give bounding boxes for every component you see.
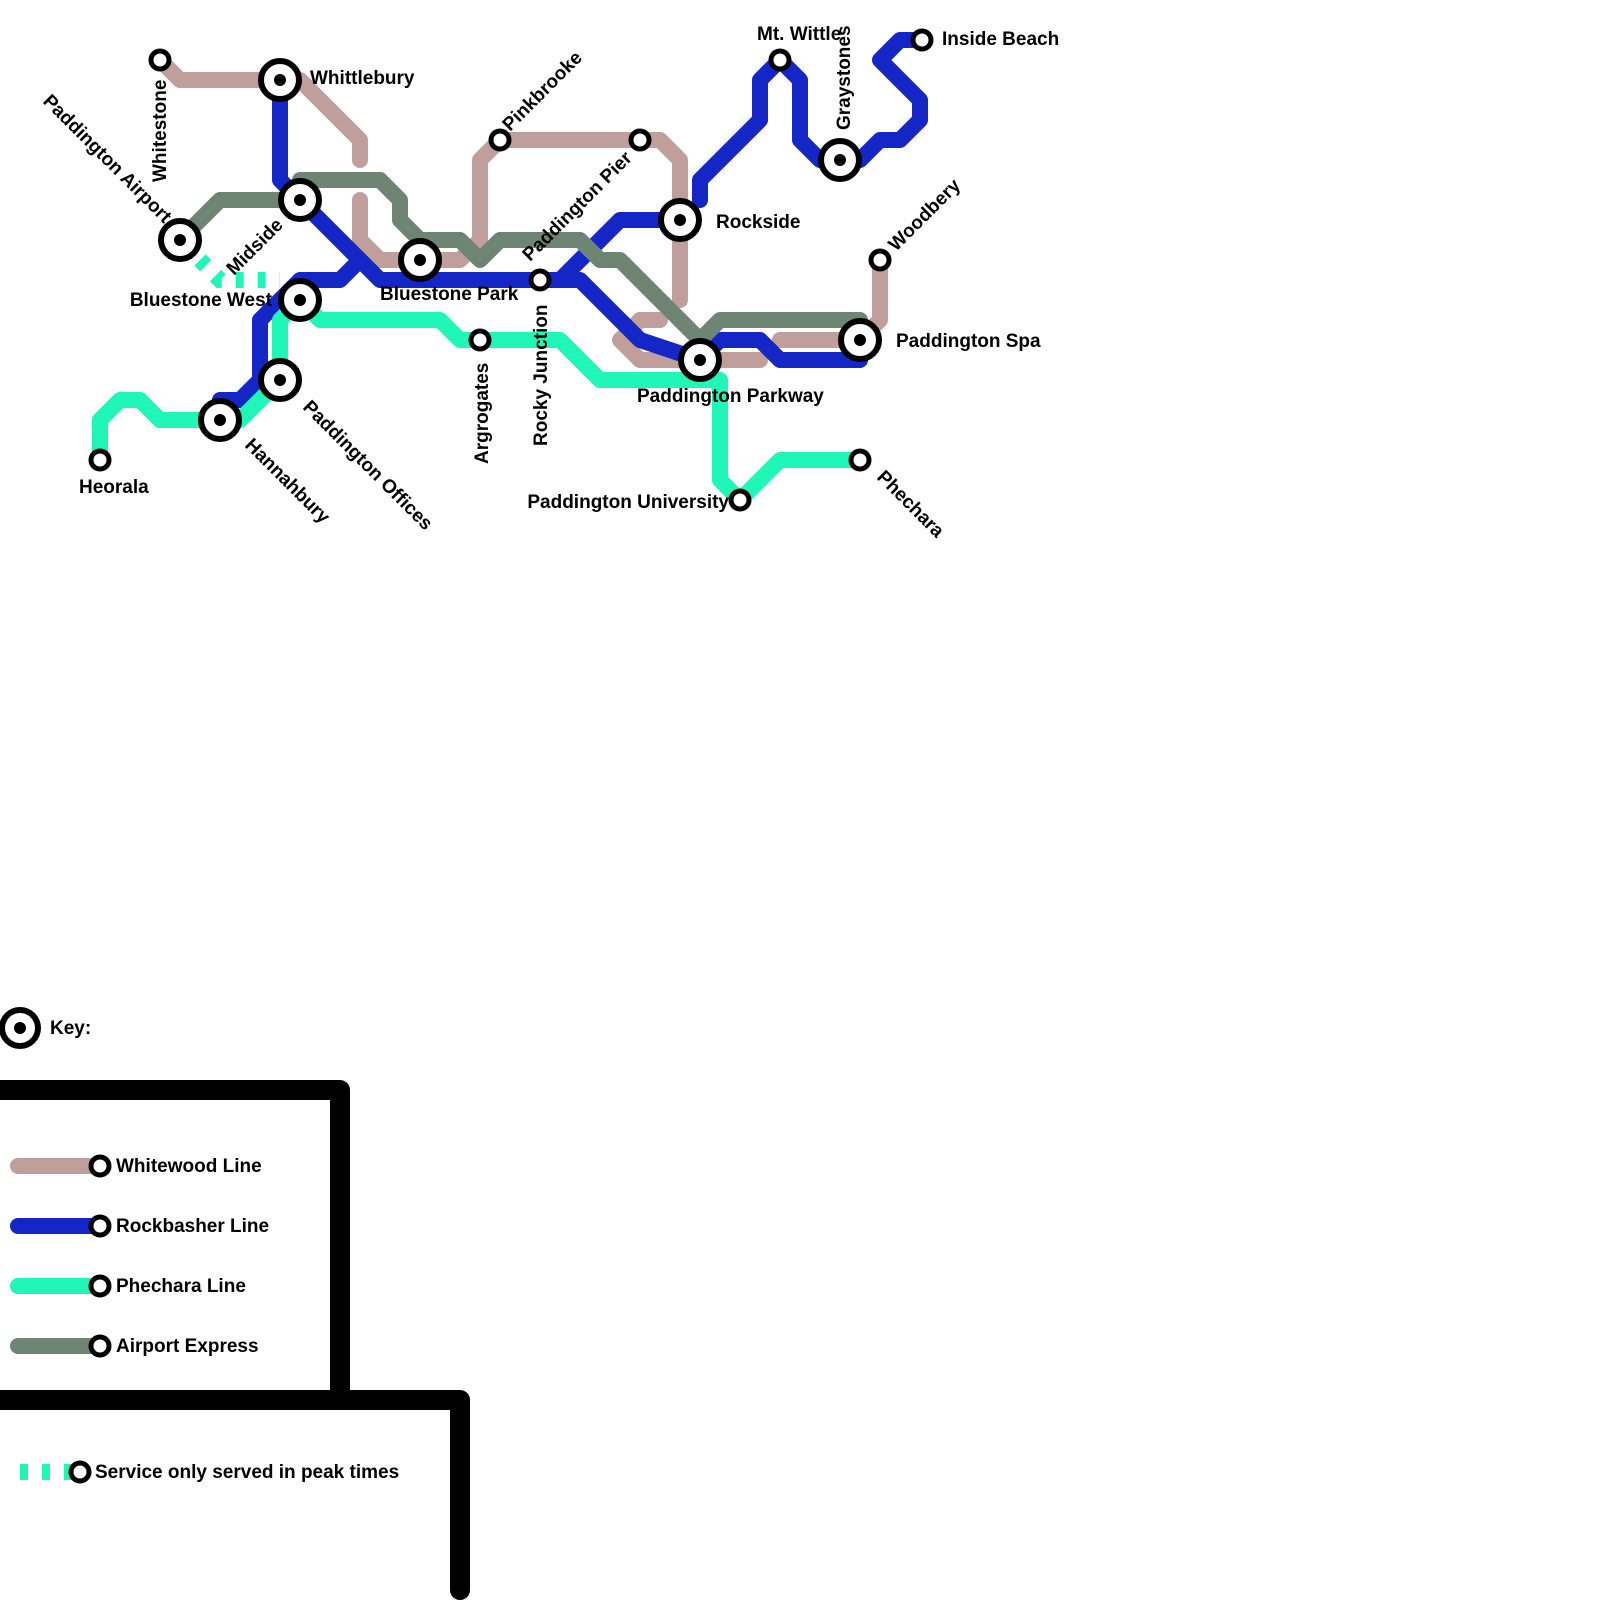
interchange-station-icon[interactable] [398, 238, 442, 282]
station-icon [88, 1334, 112, 1358]
station-label-heorala: Heorala [79, 477, 149, 498]
stations [88, 28, 934, 512]
station-icon[interactable] [468, 328, 492, 352]
interchange-station-icon [0, 1007, 41, 1049]
interchange-station-icon[interactable] [258, 358, 302, 402]
station-label-whittlebury: Whittlebury [310, 68, 415, 89]
legend-line-name: Whitewood Line [116, 1156, 262, 1177]
station-icon[interactable] [528, 268, 552, 292]
station-label-paddington-university: Paddington University [527, 492, 729, 513]
station-icon[interactable] [910, 28, 934, 52]
station-icon[interactable] [728, 488, 752, 512]
station-icon [88, 1214, 112, 1238]
legend-line-name: Airport Express [116, 1336, 259, 1357]
legend-entry-rockbasher: Rockbasher Line [10, 1214, 269, 1238]
interchange-station-icon[interactable] [838, 318, 882, 362]
interchange-station-icon[interactable] [678, 338, 722, 382]
peak-service-segment [194, 254, 280, 288]
station-label-rocky-junction: Rocky Junction [531, 305, 552, 446]
station-label-rockside: Rockside [716, 212, 800, 233]
interchange-station-icon[interactable] [258, 58, 302, 102]
station-label-bluestone-park: Bluestone Park [380, 284, 519, 305]
station-icon [88, 1154, 112, 1178]
station-icon[interactable] [148, 48, 172, 72]
rockbasher-line-route [692, 32, 928, 208]
station-label-paddington-spa: Paddington Spa [896, 331, 1041, 352]
station-label-pinkbrooke: Pinkbrooke [499, 48, 587, 136]
station-icon[interactable] [868, 248, 892, 272]
interchange-station-icon[interactable] [658, 198, 702, 242]
rockbasher-line-route [272, 72, 708, 368]
interchange-station-icon[interactable] [198, 398, 242, 442]
interchange-station-icon[interactable] [278, 178, 322, 222]
legend-entry-airport: Airport Express [10, 1334, 259, 1358]
station-label-graystones: Graystones [834, 25, 855, 130]
rockbasher-line-route [212, 252, 368, 408]
legend-line-name: Rockbasher Line [116, 1216, 269, 1237]
whitewood-line-route [352, 132, 688, 308]
station-icon[interactable] [88, 448, 112, 472]
legend-line-name: Phechara Line [116, 1276, 246, 1297]
station-label-midside: Midside [223, 215, 288, 280]
station-icon [68, 1460, 92, 1484]
legend-entry-phechara: Phechara Line [10, 1274, 246, 1298]
legend-entry-whitewood: Whitewood Line [10, 1154, 262, 1178]
station-icon[interactable] [628, 128, 652, 152]
station-label-argrogates: Argrogates [472, 363, 493, 464]
station-label-inside-beach: Inside Beach [942, 29, 1059, 50]
station-label-woodbery: Woodbery [885, 175, 966, 256]
interchange-station-icon[interactable] [158, 218, 202, 262]
station-label-mt-wittle: Mt. Wittle [757, 24, 841, 45]
station-icon[interactable] [488, 128, 512, 152]
station-label-hannahbury: Hannahbury [240, 435, 334, 529]
interchange-station-icon[interactable] [278, 278, 322, 322]
legend-peak-label: Service only served in peak times [95, 1462, 399, 1483]
station-icon[interactable] [768, 48, 792, 72]
station-icon [88, 1274, 112, 1298]
station-label-whitestone: Whitestone [150, 80, 171, 182]
station-label-phechara: Phechara [872, 467, 948, 543]
station-label-paddington-parkway: Paddington Parkway [637, 386, 824, 407]
legend-key-label: Key: [50, 1018, 91, 1039]
interchange-station-icon[interactable] [818, 138, 862, 182]
station-label-bluestone-west: Bluestone West [130, 290, 273, 311]
station-icon[interactable] [848, 448, 872, 472]
